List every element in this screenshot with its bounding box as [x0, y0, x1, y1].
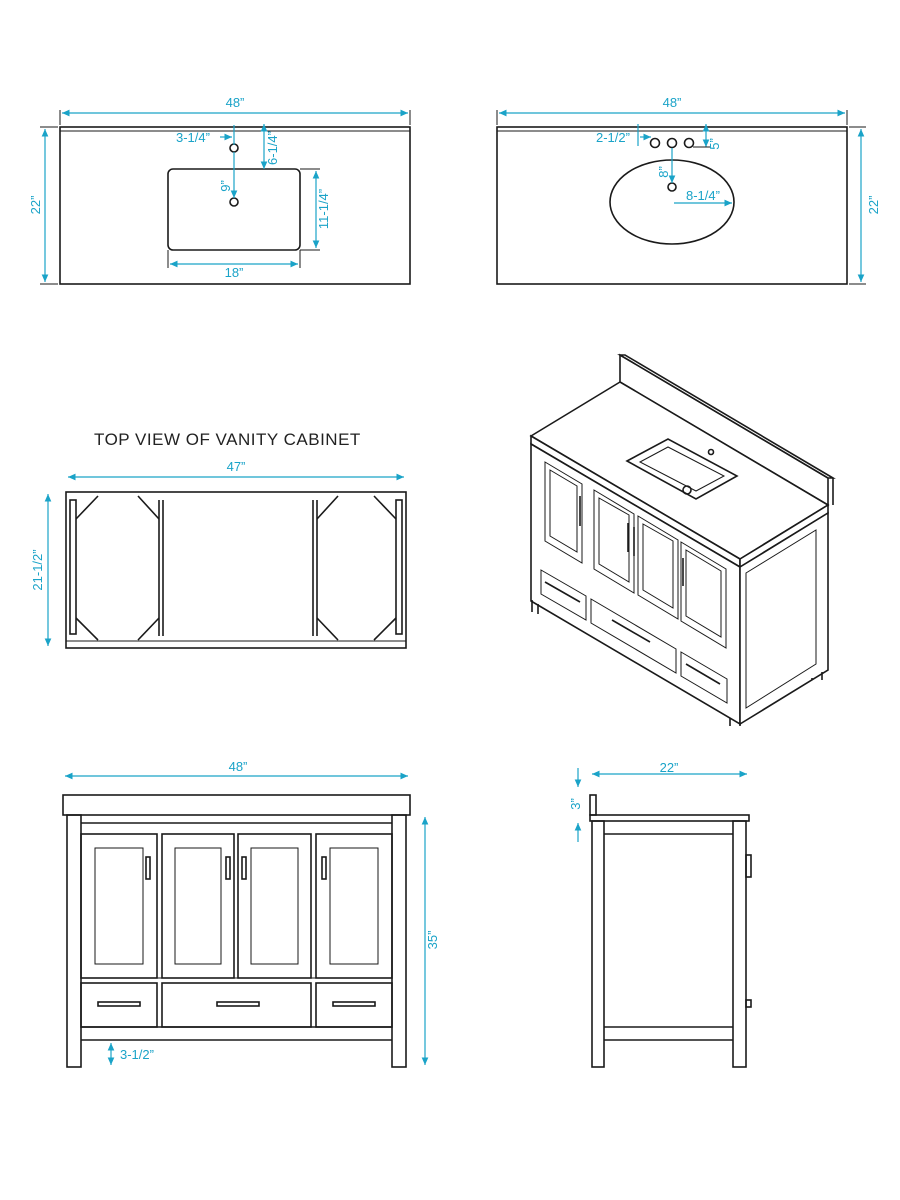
- isometric-vanity-view: [529, 353, 836, 726]
- label-faucet-setback: 5”: [707, 138, 722, 150]
- faucet-hole-right: [683, 137, 695, 149]
- label-height: 35”: [425, 931, 440, 950]
- label-faucet-spacing: 2-1/2”: [596, 130, 630, 145]
- label-backsplash: 3”: [568, 798, 583, 810]
- door-handle-profile: [745, 854, 752, 878]
- countertop-oval-sink-plan: 48” 22” 2-1/2” 5” 8” 8-1/4”: [496, 95, 881, 285]
- label-sink-depth: 11-1/4”: [316, 189, 331, 229]
- drain-hole: [667, 182, 677, 192]
- label-bowl-half-width: 8-1/4”: [686, 188, 720, 203]
- label-sink-setback: 6-1/4”: [265, 131, 280, 165]
- cabinet-top-view: TOP VIEW OF VANITY CABINET 47” 21-1/2”: [30, 430, 407, 649]
- label-width: 48”: [229, 759, 248, 774]
- faucet-hole: [229, 143, 239, 153]
- faucet-hole-left: [649, 137, 661, 149]
- label-toe-kick: 3-1/2”: [120, 1047, 154, 1062]
- side-elevation-view: 22” 3”: [568, 760, 752, 1068]
- backsplash: [589, 794, 597, 816]
- drawer-handle-profile: [745, 999, 752, 1008]
- faucet-hole-center: [666, 137, 678, 149]
- left-panel: [69, 499, 77, 635]
- label-depth: 21-1/2”: [30, 549, 45, 590]
- drain-hole: [229, 197, 239, 207]
- section-title: TOP VIEW OF VANITY CABINET: [94, 430, 361, 449]
- label-drain-to-faucet: 9”: [218, 180, 233, 192]
- right-panel: [395, 499, 403, 635]
- label-width: 48”: [226, 95, 245, 110]
- label-sink-width: 18”: [225, 265, 244, 280]
- label-width: 47”: [227, 459, 246, 474]
- label-faucet-offset: 3-1/4”: [176, 130, 210, 145]
- label-depth: 22”: [660, 760, 679, 775]
- label-width: 48”: [663, 95, 682, 110]
- front-elevation-view: 48” 35” 3-1/2”: [62, 759, 440, 1068]
- label-drain-to-faucet: 8”: [656, 166, 671, 178]
- label-depth: 22”: [28, 196, 43, 215]
- label-depth: 22”: [866, 196, 881, 215]
- countertop-rect-sink-plan: 48” 22” 3-1/4” 6-1/4” 9” 11-1/4” 18”: [28, 95, 411, 285]
